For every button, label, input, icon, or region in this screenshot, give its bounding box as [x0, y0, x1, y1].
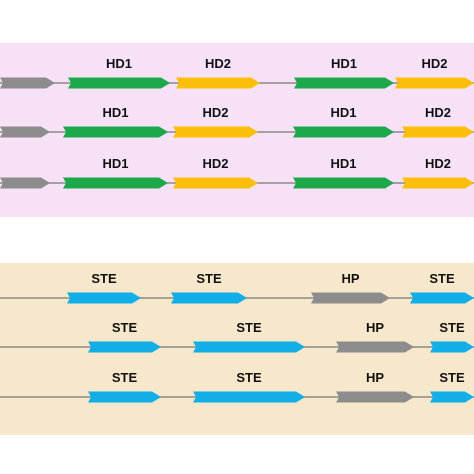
gene-label: HD2	[421, 56, 447, 71]
gene-label: STE	[439, 370, 465, 385]
gene-arrow-yellow	[395, 77, 474, 89]
gene-label: HD2	[425, 156, 451, 171]
ste-row-3: STE STE HP STE	[0, 370, 474, 403]
gene-arrow-gray	[0, 77, 55, 89]
gene-arrow-gray	[0, 177, 50, 189]
gene-label: HD1	[106, 56, 132, 71]
gene-arrow-yellow	[402, 126, 474, 138]
gene-arrow-yellow	[173, 126, 258, 138]
gene-arrow-blue	[430, 391, 474, 403]
gene-label: HD2	[202, 105, 228, 120]
gene-arrow-green	[293, 177, 394, 189]
gene-arrow-blue	[193, 391, 305, 403]
gene-label: HD2	[202, 156, 228, 171]
gene-arrow-blue	[430, 341, 474, 353]
gene-arrow-green	[294, 77, 394, 89]
gene-label: HP	[366, 320, 384, 335]
hd-row-1: HD1 HD2 HD1 HD2	[0, 56, 474, 89]
gene-arrow-green	[63, 177, 168, 189]
gene-label: HD1	[331, 56, 357, 71]
hd-row-3: HD1 HD2 HD1 HD2	[0, 156, 474, 189]
gene-arrow-blue	[88, 391, 161, 403]
ste-row-2: STE STE HP STE	[0, 320, 474, 353]
ste-cluster-panel: STE STE HP STE STE STE HP STE STE STE HP STE	[0, 263, 474, 435]
gene-label: HD1	[102, 156, 128, 171]
gene-label: HD1	[102, 105, 128, 120]
gene-label: HD2	[425, 105, 451, 120]
gene-arrow-blue	[67, 292, 141, 304]
gene-arrow-gray	[336, 391, 414, 403]
gene-arrow-blue	[88, 341, 161, 353]
gene-label: STE	[196, 271, 222, 286]
gene-arrow-blue	[171, 292, 247, 304]
gene-label: HD1	[330, 105, 356, 120]
gene-arrow-yellow	[402, 177, 474, 189]
gene-label: STE	[439, 320, 465, 335]
gene-label: HD1	[330, 156, 356, 171]
gene-label: STE	[429, 271, 455, 286]
gene-arrow-green	[63, 126, 168, 138]
gene-label: STE	[112, 320, 138, 335]
gene-label: STE	[91, 271, 117, 286]
gene-arrow-yellow	[173, 177, 258, 189]
gene-label: STE	[236, 320, 262, 335]
gene-arrow-green	[68, 77, 170, 89]
gene-arrow-blue	[410, 292, 474, 304]
gene-label: HP	[341, 271, 359, 286]
ste-row-1: STE STE HP STE	[0, 271, 474, 304]
gene-label: HP	[366, 370, 384, 385]
gene-arrow-green	[293, 126, 394, 138]
gene-label: STE	[112, 370, 138, 385]
gene-arrow-gray	[0, 126, 50, 138]
gene-arrow-gray	[336, 341, 414, 353]
gene-arrow-yellow	[176, 77, 260, 89]
gene-arrow-blue	[193, 341, 305, 353]
gene-label: STE	[236, 370, 262, 385]
gene-arrow-gray	[311, 292, 390, 304]
hd-row-2: HD1 HD2 HD1 HD2	[0, 105, 474, 138]
ste-cluster-diagram: STE STE HP STE STE STE HP STE STE STE HP STE	[0, 271, 474, 403]
gene-label: HD2	[205, 56, 231, 71]
